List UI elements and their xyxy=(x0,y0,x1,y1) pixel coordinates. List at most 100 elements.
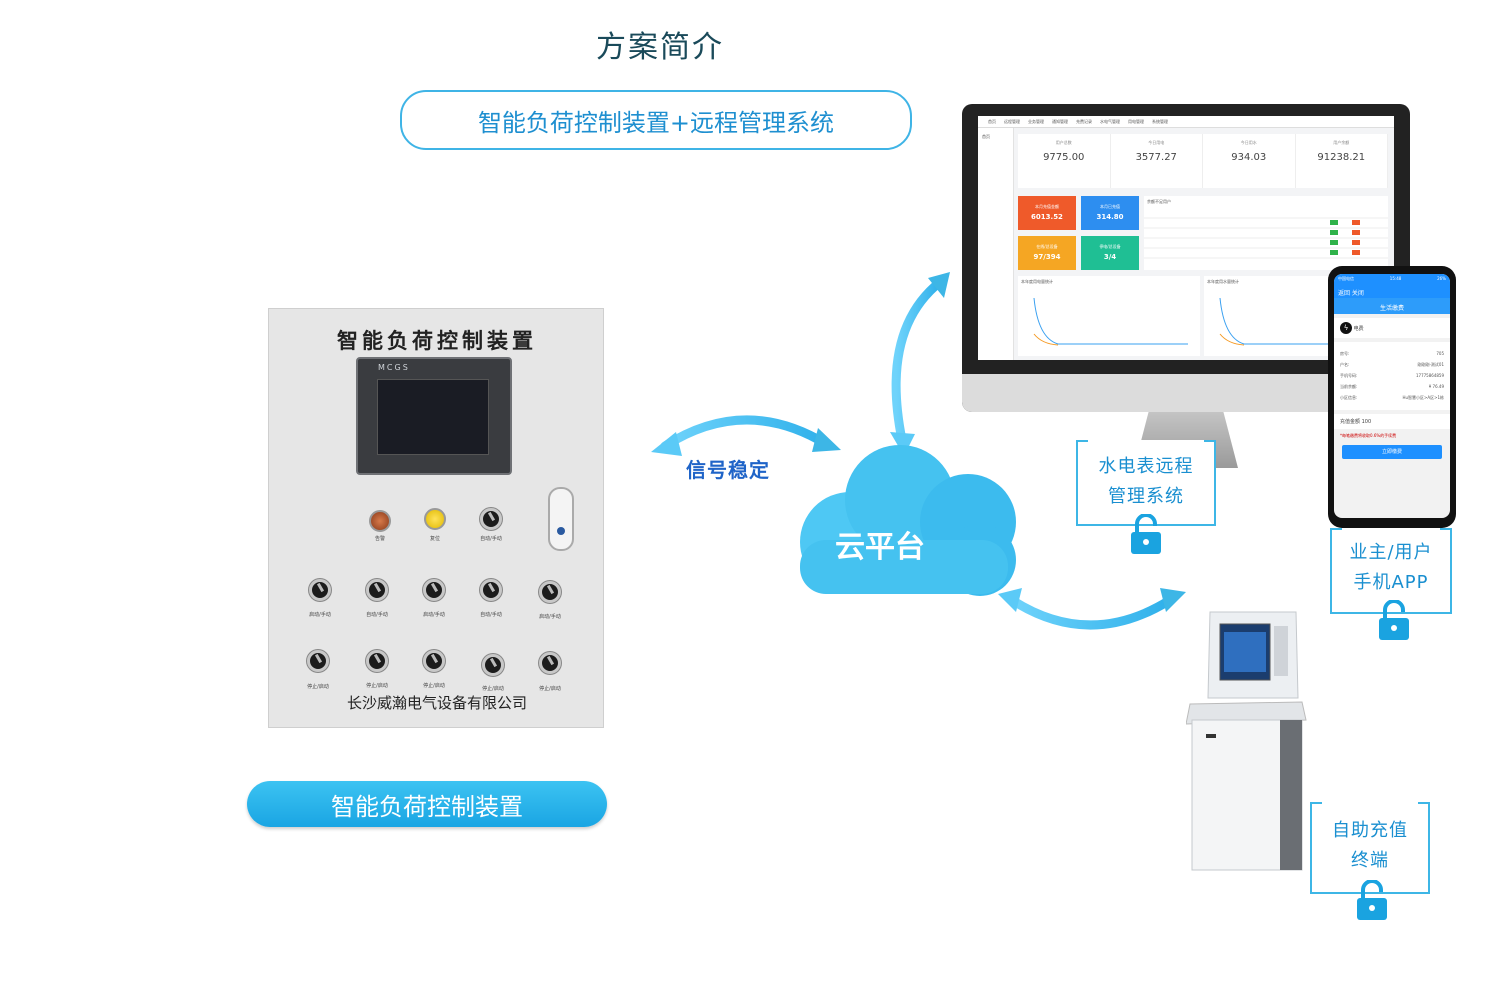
cloud-shape xyxy=(800,445,1016,596)
nav-item[interactable]: 通知管理 xyxy=(1052,118,1068,124)
service-name: 电费 xyxy=(1353,326,1364,332)
nav-item[interactable]: 业务管理 xyxy=(1028,118,1044,124)
nav-item[interactable]: 水电气管理 xyxy=(1100,118,1120,124)
reset-lamp xyxy=(424,508,446,530)
unlock-icon xyxy=(1379,600,1409,640)
kiosk-arrow xyxy=(1007,595,1175,630)
label-line: 水电表远程 xyxy=(1098,456,1194,477)
water-chart-plot xyxy=(1219,297,1374,346)
info-key: 户名: xyxy=(1340,362,1350,367)
dashboard-sidebar[interactable]: 首页 xyxy=(978,128,1014,360)
electricity-chart-plot xyxy=(1033,297,1188,346)
info-value: 刚刚刚-测试01 xyxy=(1417,362,1444,367)
alarm-lamp xyxy=(369,510,391,532)
info-row: 房号: 705 xyxy=(1340,351,1444,357)
signal-arrowhead-right xyxy=(812,428,841,452)
table-rows xyxy=(1144,217,1388,259)
phone-header: 生活缴费 xyxy=(1334,298,1450,314)
row3-label-3: 停止/启动 xyxy=(423,683,445,689)
service-card[interactable]: ϟ 电费 xyxy=(1334,318,1450,338)
row2-label-4: 自动/手动 xyxy=(480,612,502,618)
kiosk-label: 自助充值 终端 xyxy=(1310,802,1430,894)
tile-value: 6013.52 xyxy=(1031,213,1063,221)
signal-label: 信号稳定 xyxy=(686,458,770,482)
phone-nav[interactable]: 返回 关闭 xyxy=(1334,284,1450,298)
info-row: 户名: 刚刚刚-测试01 xyxy=(1340,362,1444,368)
row2-label-3: 启动/手动 xyxy=(423,612,445,618)
signal-arrow xyxy=(660,415,831,451)
monitor-arrow xyxy=(891,277,945,445)
nav-item[interactable]: 远程管理 xyxy=(1004,118,1020,124)
nav-item[interactable]: 首页 xyxy=(988,118,996,124)
row2-label-5: 启动/手动 xyxy=(539,614,561,620)
info-value: 705 xyxy=(1436,351,1444,356)
stat-value: 934.03 xyxy=(1231,152,1267,163)
tile-label: 本月已充值 xyxy=(1100,204,1120,209)
row2-knob-4 xyxy=(480,579,502,601)
label-line: 手机APP xyxy=(1353,572,1429,593)
stat-label: 用户余额 xyxy=(1333,140,1350,145)
row3-knob-2 xyxy=(366,650,388,672)
dashboard-topnav: 首页 远程管理 业务管理 通知管理 充费记录 水电气管理 用电管理 系统管理 xyxy=(978,116,1394,128)
info-row: 手机号码:17775864859 xyxy=(1340,373,1444,379)
tile-value: 3/4 xyxy=(1103,253,1117,261)
nav-item[interactable]: 充费记录 xyxy=(1076,118,1092,124)
fee-note: *每笔缴费将收取0.6%的手续费 xyxy=(1340,433,1397,438)
info-row: 当前余额:¥ 76.49 xyxy=(1340,384,1444,390)
table-title: 余额不足用户 xyxy=(1147,199,1171,204)
info-key: 房号: xyxy=(1340,351,1350,356)
row3-label-4: 停止/启动 xyxy=(482,686,504,692)
stat-label: 今日用电 xyxy=(1148,140,1165,145)
row2-label-1: 启动/手动 xyxy=(309,612,331,618)
amount-row[interactable]: 充值金额 100 xyxy=(1334,414,1450,429)
row3-label-2: 停止/启动 xyxy=(366,683,388,689)
unlock-icon xyxy=(1357,880,1387,920)
time: 15:48 xyxy=(1389,276,1402,281)
kiosk-arrowhead-left xyxy=(998,588,1022,612)
lock-keyhole xyxy=(557,527,565,535)
hmi-panel: MCGS xyxy=(356,357,512,475)
pay-button[interactable]: 立即缴费 xyxy=(1342,445,1442,459)
bolt-icon: ϟ xyxy=(1340,322,1352,334)
label-line: 业主/用户 xyxy=(1349,542,1433,563)
chart-title: 本年度用水量统计 xyxy=(1207,279,1239,284)
nav-item[interactable]: 系统管理 xyxy=(1152,118,1168,124)
info-value: 17775864859 xyxy=(1416,373,1444,378)
kiosk-screen-content xyxy=(1224,632,1266,672)
unlock-icon xyxy=(1131,514,1161,554)
info-row: 小区信息:Hu智慧小区>A区>1栋 xyxy=(1340,395,1444,401)
chart-title: 本年度用电量统计 xyxy=(1021,279,1053,284)
info-key: 小区信息: xyxy=(1340,395,1358,400)
row3-label-1: 停止/启动 xyxy=(307,684,329,690)
carrier: 中国电信 xyxy=(1338,276,1354,281)
stat-card: 用户余额 91238.21 xyxy=(1296,134,1388,188)
nav-item[interactable]: 用电管理 xyxy=(1128,118,1144,124)
hmi-brand: MCGS xyxy=(378,363,410,372)
row3-knob-5 xyxy=(539,652,561,674)
hmi-screen xyxy=(377,379,489,455)
door-handle xyxy=(548,487,574,551)
tile-label: 在线/总设备 xyxy=(1036,244,1058,249)
cabinet-title: 智能负荷控制装置 xyxy=(337,329,537,353)
stat-value: 9775.00 xyxy=(1043,152,1085,163)
row3-knob-4 xyxy=(482,654,504,676)
label-line: 终端 xyxy=(1351,850,1389,871)
low-balance-table: 余额不足用户 xyxy=(1144,196,1388,270)
tile-value: 97/394 xyxy=(1033,253,1061,261)
battery: 26% xyxy=(1437,276,1446,281)
stat-value: 91238.21 xyxy=(1317,152,1366,163)
row2-knob-2 xyxy=(366,579,388,601)
amount-value[interactable]: 100 xyxy=(1361,419,1372,425)
control-cabinet-image: 智能负荷控制装置 MCGS 告警 复位 自动/手动 启动/手动 自动/手动 启动… xyxy=(268,308,604,728)
mode-label: 自动/手动 xyxy=(480,536,502,542)
amount-label: 充值金额 xyxy=(1340,419,1361,425)
row3-label-5: 停止/启动 xyxy=(539,686,561,692)
kiosk-side-panel xyxy=(1274,626,1288,676)
summary-tile[interactable]: 在线/总设备 97/394 xyxy=(1018,236,1076,270)
mode-knob xyxy=(480,508,502,530)
